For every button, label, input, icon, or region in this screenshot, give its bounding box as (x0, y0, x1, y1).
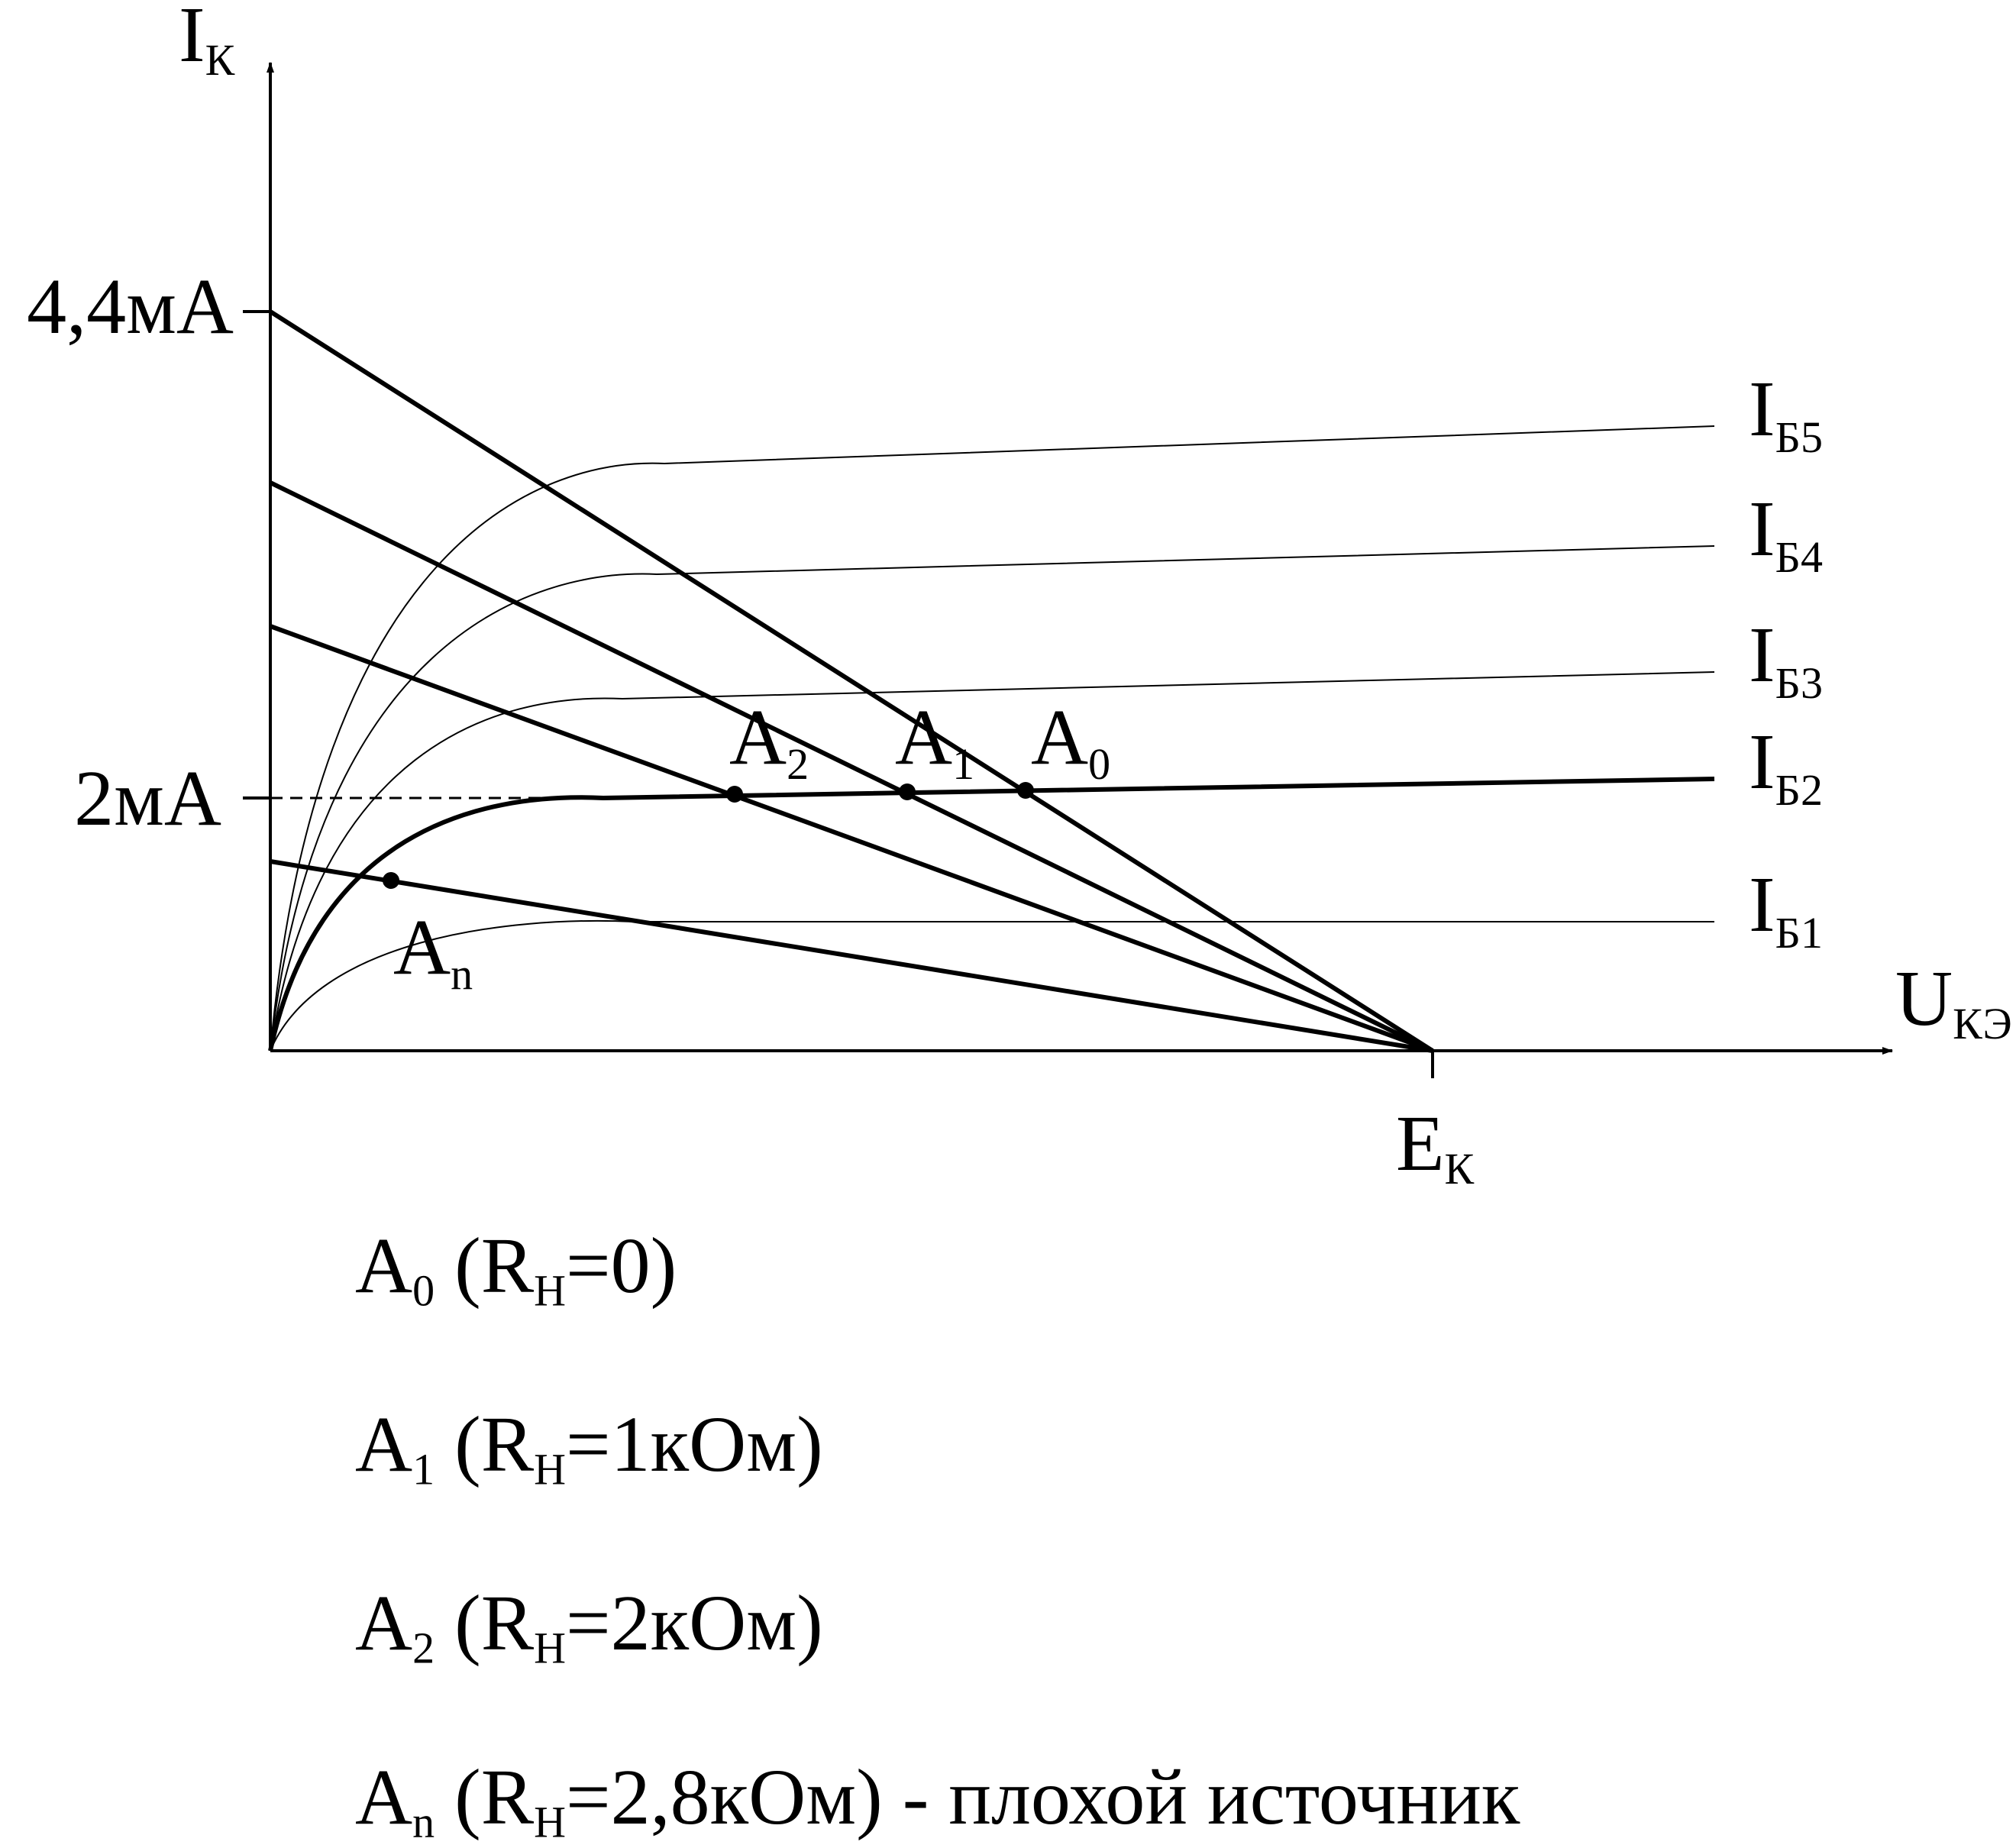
y-tick-label-4-4ma: 4,4мА (27, 263, 234, 351)
curve-ib1 (270, 919, 1714, 1052)
curve-ib4 (270, 545, 1715, 1052)
curve-ib3 (270, 671, 1715, 1052)
load-line-4 (270, 859, 1433, 1053)
point-a0 (1017, 782, 1034, 799)
load-line-3 (269, 624, 1434, 1053)
curve-ib2 (268, 777, 1715, 1052)
point-a1 (899, 783, 916, 800)
load-line-1 (269, 309, 1434, 1053)
point-label-a1: A1 (895, 693, 974, 789)
load-line-2 (269, 480, 1434, 1053)
x-tick-label-ek: EК (1396, 1100, 1475, 1194)
point-label-a2: A2 (729, 693, 809, 789)
curve-label-1: IБ1 (1749, 861, 1823, 958)
curve-label-5: IБ5 (1749, 365, 1823, 462)
legend-row-a2: A2 (RН=2кОм) (355, 1579, 823, 1673)
curve-label-3: IБ3 (1749, 611, 1823, 708)
legend-row-an: An (RН=2,8кОм) - плохой источник (355, 1753, 1520, 1847)
point-a2 (726, 786, 743, 803)
legend-row-a1: A1 (RН=1кОм) (355, 1401, 823, 1494)
y-axis-title: IК (179, 0, 235, 85)
point-an (383, 872, 399, 889)
point-label-an: An (393, 903, 473, 999)
base-current-curves: IБ1 IБ2 IБ3 IБ4 IБ5 (268, 365, 1823, 1052)
x-axis-title: UКЭ (1895, 955, 2012, 1048)
curve-label-2: IБ2 (1749, 718, 1823, 815)
curve-label-4: IБ4 (1749, 485, 1823, 582)
curve-ib5 (270, 425, 1715, 1052)
y-tick-label-2ma: 2мА (74, 754, 221, 842)
legend-row-a0: A0 (RН=0) (355, 1222, 677, 1316)
point-label-a0: A0 (1031, 693, 1110, 789)
load-lines (269, 309, 1434, 1053)
